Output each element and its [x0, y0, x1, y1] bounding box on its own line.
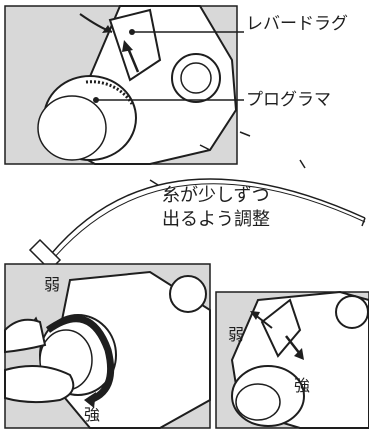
lever-drag: [108, 8, 162, 82]
side-knob-top: [171, 53, 221, 103]
hand: [4, 318, 75, 404]
arrow-icon: [126, 47, 140, 73]
bottom-right-panel: [215, 290, 369, 429]
top-panel: [4, 5, 244, 165]
strong-label-right: 強: [294, 376, 311, 395]
lever-drag-right: [260, 298, 302, 358]
strong-label-left: 強: [84, 405, 101, 424]
fishing-rod: [28, 131, 366, 272]
weak-label-right: 弱: [228, 325, 245, 344]
instruction-line-1: 糸が少しずつ: [162, 185, 270, 206]
lever-drag-label: レバードラグ: [246, 14, 348, 34]
bottom-left-panel: [4, 263, 211, 429]
arrow-icon: [285, 335, 301, 355]
programmer-label: プログラマ: [246, 90, 331, 110]
weak-label-left: 弱: [44, 275, 61, 294]
rotation-arrow-icon: [45, 315, 115, 404]
instruction-line-2: 出るよう調整: [162, 209, 270, 230]
